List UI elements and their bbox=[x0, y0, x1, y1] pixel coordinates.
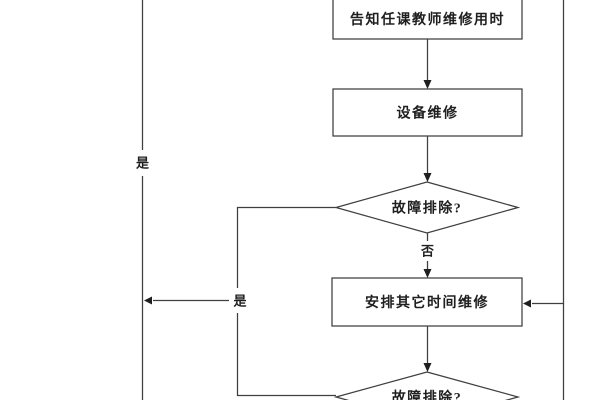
right-feed-arrowhead-icon bbox=[523, 299, 531, 308]
node-notify-teacher-label: 告知任课教师维修用时 bbox=[350, 11, 505, 28]
node-fault-check-1: 故障排除? bbox=[333, 181, 521, 234]
yes-merge-text: 是 bbox=[232, 294, 247, 309]
node-equipment-repair-label: 设备维修 bbox=[397, 104, 459, 121]
node-equipment-repair: 设备维修 bbox=[332, 88, 523, 137]
node-arrange-other-time-label: 安排其它时间维修 bbox=[365, 294, 489, 311]
node-fault-check-2-label: 故障排除? bbox=[392, 389, 463, 400]
no-branch-text: 否 bbox=[420, 244, 434, 259]
node-arrange-other-time: 安排其它时间维修 bbox=[331, 277, 523, 327]
edge-label-yes-merge: 是 bbox=[230, 289, 250, 313]
arrowhead-into-equipment-repair-icon bbox=[423, 80, 432, 89]
node-fault-check-1-label: 故障排除? bbox=[392, 199, 463, 216]
yes-merge-arrowhead-icon bbox=[144, 296, 152, 305]
node-notify-teacher: 告知任课教师维修用时 bbox=[332, 0, 523, 40]
yes-main-return-text: 是 bbox=[135, 156, 150, 171]
yes-branch-line bbox=[236, 206, 336, 397]
arrowhead-into-decision2-icon bbox=[423, 363, 432, 372]
arrowhead-into-arrange-icon bbox=[423, 269, 432, 278]
edge-label-yes-main-return: 是 bbox=[133, 151, 152, 175]
node-fault-check-2: 故障排除? bbox=[333, 371, 521, 400]
edge-label-no-branch: 否 bbox=[418, 242, 437, 260]
arrowhead-into-decision1-icon bbox=[423, 173, 432, 182]
